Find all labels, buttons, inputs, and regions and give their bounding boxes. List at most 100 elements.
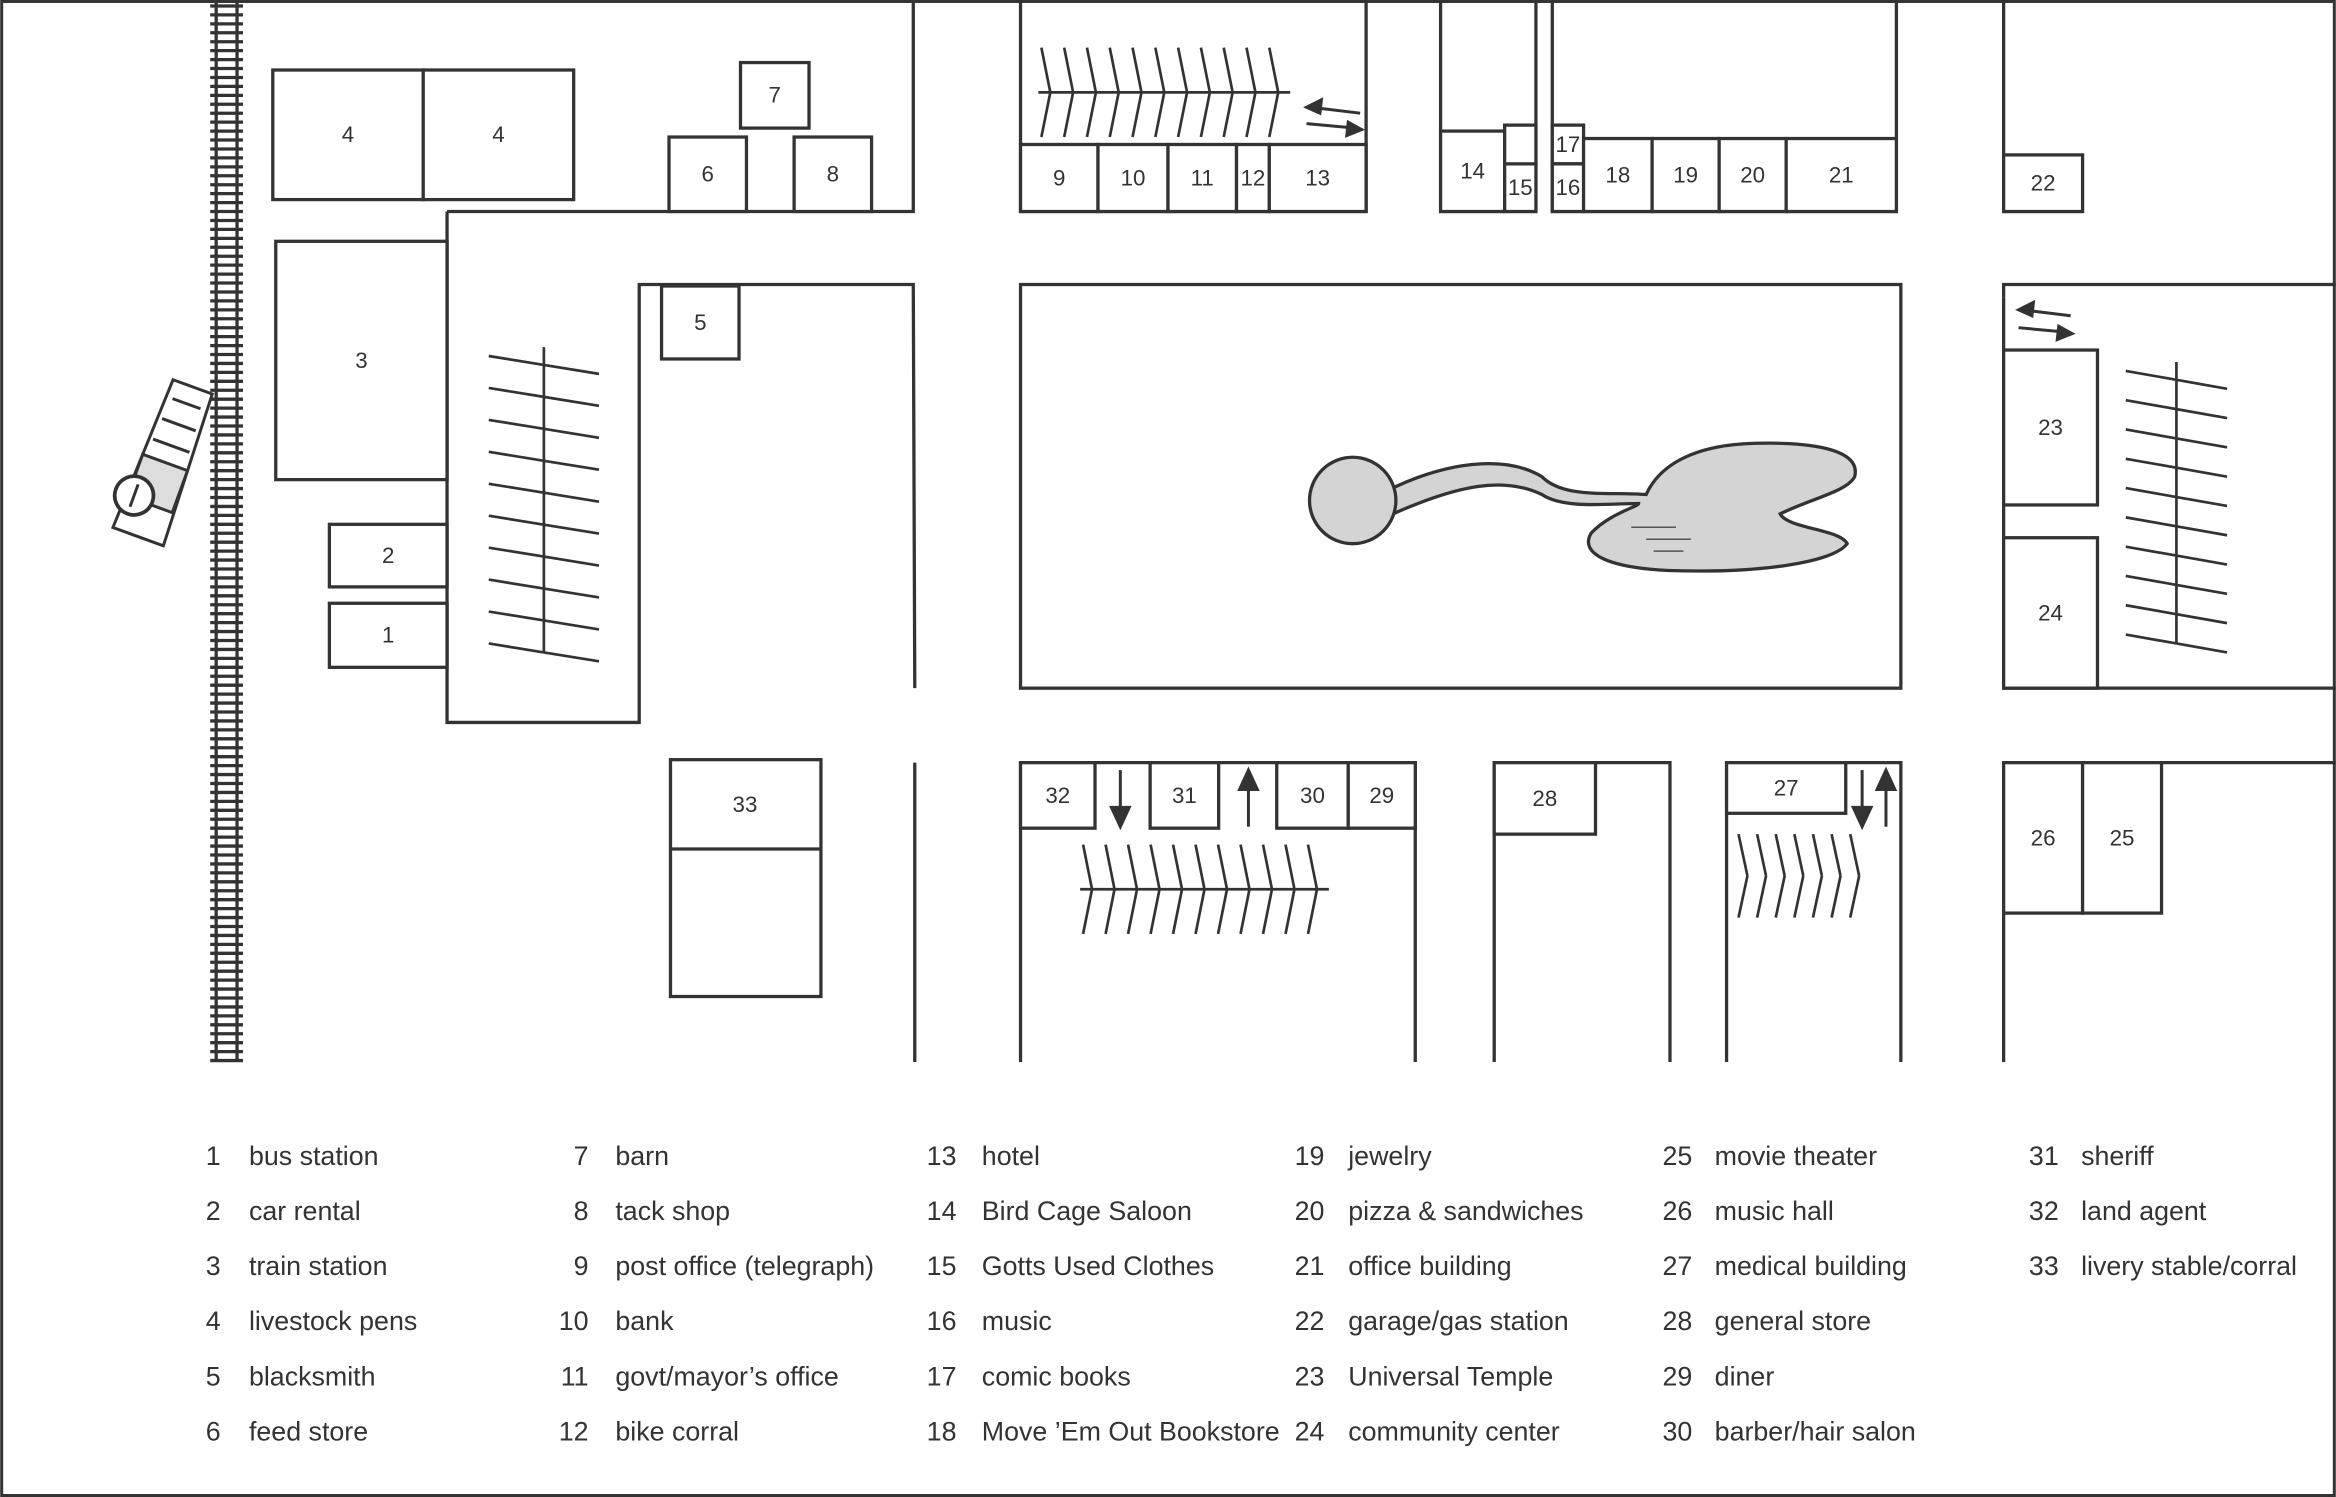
building-12[interactable]: 12 [1234, 142, 1271, 214]
legend-number: 18 [927, 1416, 957, 1446]
legend-label: Universal Temple [1348, 1361, 1553, 1391]
building-29[interactable]: 29 [1346, 761, 1417, 830]
parking-stripe [1245, 92, 1257, 138]
legend-label: jewelry [1347, 1141, 1432, 1171]
building-22[interactable]: 22 [2002, 153, 2085, 214]
building-24[interactable]: 24 [2002, 536, 2100, 690]
building-6[interactable]: 6 [667, 135, 749, 214]
parking-stripe [1154, 47, 1166, 93]
legend-number: 21 [1295, 1251, 1325, 1281]
pond [1307, 441, 1857, 573]
building-4b[interactable]: 4 [421, 68, 576, 202]
arrow-down-icon [1109, 770, 1132, 831]
legend-label: movie theater [1715, 1141, 1877, 1171]
parking-stripe [1737, 833, 1749, 877]
building-outline [1148, 761, 1221, 830]
building-11[interactable]: 11 [1166, 142, 1239, 214]
building-outline [2002, 536, 2100, 690]
building-16[interactable]: 16 [1550, 162, 1586, 214]
building-8[interactable]: 8 [792, 135, 874, 214]
building-33[interactable]: 33 [668, 758, 823, 999]
building-25[interactable]: 25 [2080, 761, 2164, 915]
building-outline [667, 135, 749, 214]
building-28[interactable]: 28 [1492, 761, 1598, 836]
building-number: 17 [1556, 132, 1581, 157]
parking-stripe [2176, 524, 2228, 537]
legend-number: 15 [927, 1251, 957, 1281]
parking-stripe [488, 546, 545, 558]
building-10[interactable]: 10 [1096, 142, 1170, 214]
parking-stripe [1176, 47, 1189, 93]
legend-number: 32 [2029, 1196, 2059, 1226]
parking-stripe [1149, 844, 1161, 890]
parking-stripe [1108, 92, 1121, 138]
parking-lot [1080, 844, 1329, 935]
building-31[interactable]: 31 [1148, 761, 1221, 830]
parking-stripe [2125, 516, 2177, 528]
building-26[interactable]: 26 [2002, 761, 2085, 915]
legend-label: hotel [982, 1141, 1040, 1171]
building-23[interactable]: 23 [2002, 348, 2100, 507]
parking-stripe [543, 619, 600, 631]
building-19[interactable]: 19 [1650, 136, 1721, 214]
building-number: 27 [1774, 775, 1799, 800]
building-outline [1096, 142, 1170, 214]
building-13[interactable]: 13 [1267, 142, 1368, 214]
arrow-up-icon [1874, 766, 1898, 827]
building-outline [1492, 761, 1598, 836]
building-7[interactable]: 7 [738, 60, 811, 130]
legend-number: 8 [574, 1196, 589, 1226]
parking-stripe [1306, 844, 1319, 890]
parking-stripe [1239, 888, 1251, 935]
parking-stripe [2125, 369, 2177, 382]
parking-stripe [488, 418, 545, 431]
legend-label: car rental [249, 1196, 361, 1226]
building-18[interactable]: 18 [1581, 136, 1654, 214]
building-27[interactable]: 27 [1724, 761, 1848, 815]
building-14[interactable]: 14 [1438, 129, 1507, 214]
building-9[interactable]: 9 [1018, 142, 1100, 214]
legend-number: 11 [561, 1361, 589, 1391]
building-outline [327, 601, 449, 669]
parking-areas [488, 47, 2228, 935]
building-2[interactable]: 2 [327, 522, 449, 589]
building-21[interactable]: 21 [1784, 136, 1899, 214]
legend-number: 7 [574, 1141, 589, 1171]
building-1[interactable]: 1 [327, 601, 449, 669]
legend-number: 31 [2029, 1141, 2059, 1171]
building-number: 25 [2110, 825, 2135, 850]
traffic-arrows [1109, 97, 2076, 831]
building-number: 15 [1508, 175, 1533, 200]
building-30[interactable]: 30 [1275, 761, 1350, 830]
building-number: 20 [1740, 162, 1765, 187]
legend-number: 23 [1295, 1361, 1325, 1391]
building-5[interactable]: 5 [659, 284, 741, 361]
parking-stripe [1793, 875, 1805, 918]
building-4a[interactable]: 4 [271, 68, 425, 202]
building-32[interactable]: 32 [1018, 761, 1097, 830]
building-outline [2002, 348, 2100, 507]
building-outline [271, 68, 425, 202]
building-15[interactable]: 15 [1503, 162, 1538, 214]
parking-stripe [1284, 844, 1296, 890]
building-outline [421, 68, 576, 202]
arrow-up-icon [1237, 766, 1260, 827]
building-3[interactable]: 3 [274, 239, 449, 482]
building-outline [1438, 129, 1507, 214]
legend-number: 19 [1295, 1141, 1325, 1171]
building-number: 6 [702, 162, 714, 187]
building-20[interactable]: 20 [1717, 136, 1788, 214]
parking-stripe [1062, 92, 1075, 138]
parking-stripe [1199, 47, 1212, 93]
building-number: 5 [694, 310, 706, 335]
building-17[interactable]: 17 [1550, 123, 1586, 166]
building-number: 4 [492, 122, 504, 147]
